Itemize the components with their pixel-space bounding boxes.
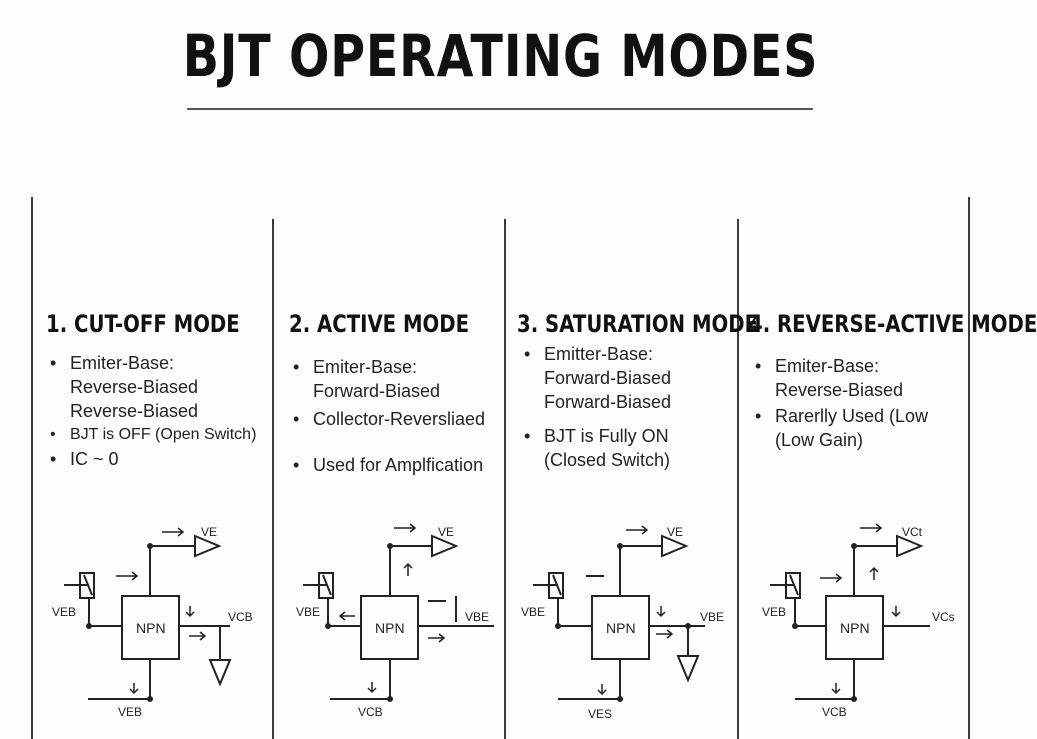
divider-1 <box>272 219 274 739</box>
npn-label: NPN <box>840 620 870 636</box>
circuit-diagram-active: NPN VE VBE VBE VCB <box>296 523 494 719</box>
arrow-down-icon <box>185 606 195 618</box>
circuit-diagram-cutoff: NPN VE VEB VCB VEB <box>52 525 253 719</box>
bullet-item: Collector-Reversliaed <box>291 407 485 431</box>
arrow-right-icon <box>189 631 207 641</box>
collector-wire <box>853 545 897 596</box>
collector-voltage-label: VCB <box>228 610 253 624</box>
arrow-right-icon <box>394 523 417 533</box>
mode-bullet-list: Emitter-Base: Forward-Biased Forward-Bia… <box>522 342 671 472</box>
arrow-left-icon <box>338 611 355 621</box>
arrow-up-icon <box>403 562 413 576</box>
bullet-item: Emitter-Base: Forward-Biased Forward-Bia… <box>522 342 671 414</box>
collector-voltage-label: VCs <box>932 610 955 624</box>
divider-2 <box>504 219 506 739</box>
ground-symbol <box>208 659 232 687</box>
output-buffer-symbol <box>661 534 689 558</box>
collector-voltage-label: VBE <box>700 610 724 624</box>
arrow-down-icon <box>831 683 841 695</box>
bullet-item: Used for Amplfication <box>291 453 485 477</box>
title-underline <box>187 108 813 110</box>
arrow-up-icon <box>869 566 879 580</box>
ground-symbol <box>676 655 700 683</box>
output-voltage-label: VCt <box>902 525 923 539</box>
bullet-item: Emiter-Base: Forward-Biased <box>291 355 485 403</box>
divider-right-edge <box>968 197 970 739</box>
mode-title: 3. SATURATION MODE <box>517 310 759 338</box>
circuit-diagram-reverse-active: NPN VCt VEB VCs VCB <box>762 523 955 719</box>
emitter-voltage-label: VES <box>588 707 612 721</box>
page-title: BJT OPERATING MODES <box>182 22 819 90</box>
bullet-item: BJT is Fully ON (Closed Switch) <box>522 424 671 472</box>
arrow-down-icon <box>656 606 666 618</box>
bullet-item: Emiter-Base: Reverse-Biased Reverse-Bias… <box>48 351 256 423</box>
output-voltage-label: VE <box>438 525 454 539</box>
output-voltage-label: VE <box>667 525 683 539</box>
collector-voltage-label: VBE <box>465 610 489 624</box>
output-buffer-symbol <box>194 534 222 558</box>
base-voltage-label: VEB <box>762 605 786 619</box>
divider-left-edge <box>31 197 33 739</box>
mode-title: 2. ACTIVE MODE <box>289 310 470 338</box>
npn-label: NPN <box>375 620 405 636</box>
mode-title: 4. REVERSE-ACTIVE MODE <box>749 310 1037 338</box>
base-voltage-label: VBE <box>521 605 545 619</box>
arrow-down-icon <box>891 606 901 618</box>
arrow-right-icon <box>116 571 139 581</box>
bullet-item: Emiter-Base: Reverse-Biased <box>753 354 928 402</box>
arrow-right-icon <box>820 573 843 583</box>
arrow-down-icon <box>129 683 139 695</box>
arrow-right-icon <box>428 633 446 643</box>
emitter-voltage-label: VCB <box>358 705 383 719</box>
mode-bullet-list: Emiter-Base: Reverse-Biased Reverse-Bias… <box>48 351 256 471</box>
output-buffer-symbol <box>431 534 459 558</box>
mode-bullet-list: Emiter-Base: Forward-Biased Collector-Re… <box>291 355 485 477</box>
npn-label: NPN <box>606 620 636 636</box>
divider-3 <box>737 219 739 739</box>
arrow-right-icon <box>656 629 674 639</box>
npn-label: NPN <box>136 620 166 636</box>
mode-title: 1. CUT-OFF MODE <box>46 310 240 338</box>
bullet-item: Rarerlly Used (Low (Low Gain) <box>753 404 928 452</box>
emitter-voltage-label: VEB <box>118 705 142 719</box>
base-voltage-label: VBE <box>296 605 320 619</box>
base-voltage-label: VEB <box>52 605 76 619</box>
output-voltage-label: VE <box>201 525 217 539</box>
bullet-item: IC ~ 0 <box>48 447 256 471</box>
arrow-right-icon <box>626 525 649 535</box>
arrow-down-icon <box>597 684 607 696</box>
mode-bullet-list: Emiter-Base: Reverse-Biased Rarerlly Use… <box>753 354 928 452</box>
arrow-right-icon <box>860 523 883 533</box>
circuit-diagram-saturation: NPN VE VBE VBE VES <box>521 525 724 721</box>
emitter-voltage-label: VCB <box>822 705 847 719</box>
bullet-item: BJT is OFF (Open Switch) <box>48 423 256 447</box>
arrow-down-icon <box>367 682 377 694</box>
arrow-right-icon <box>162 527 185 537</box>
output-buffer-symbol <box>896 534 924 558</box>
